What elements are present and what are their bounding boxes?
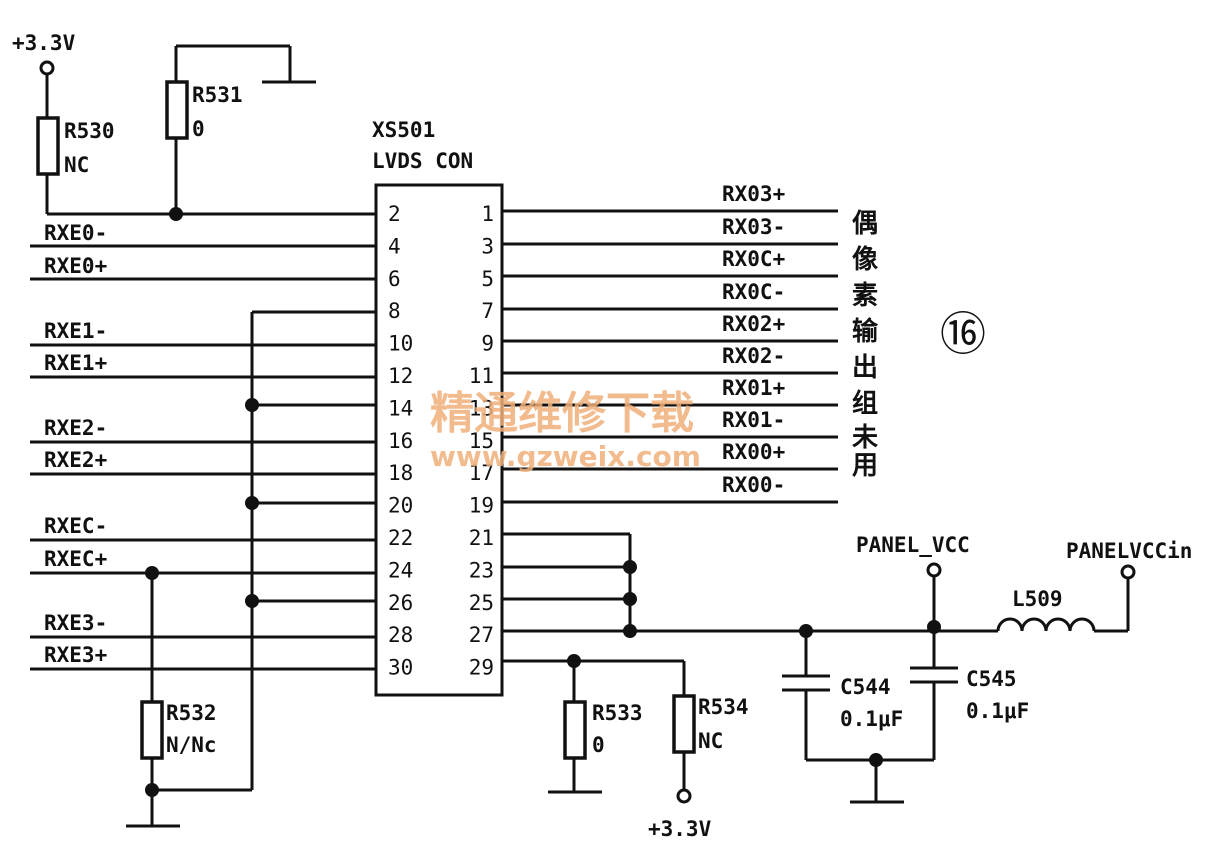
pin-label: 21 — [469, 526, 494, 550]
inductor-l509 — [996, 617, 1096, 632]
pin-label: 8 — [388, 299, 401, 323]
signal-rx00-plus: RX00+ — [722, 440, 785, 464]
pin-label: 26 — [388, 591, 413, 615]
pin-label: 15 — [469, 429, 494, 453]
svg-text:未: 未 — [852, 423, 878, 453]
pin-label: 16 — [388, 429, 413, 453]
connector-body — [374, 183, 504, 697]
c545-value: 0.1μF — [966, 699, 1029, 723]
watermark-text: 精通维修下载 — [430, 388, 694, 439]
r532-ref: R532 — [166, 701, 217, 725]
pin-label: 11 — [469, 364, 494, 388]
signal-rx01-minus: RX01- — [722, 408, 785, 432]
pin-label: 14 — [388, 396, 413, 420]
signal-rx01-plus: RX01+ — [722, 376, 785, 400]
signal-rxe3-minus: RXE3- — [44, 611, 107, 635]
left-signal-lines — [30, 244, 376, 671]
signal-rx03-minus: RX03- — [722, 215, 785, 239]
supply-terminal-top — [39, 60, 55, 76]
figure-number: ⑯ — [940, 307, 986, 361]
c544-value: 0.1μF — [840, 707, 903, 731]
pin-label: 18 — [388, 461, 413, 485]
r533-value: 0 — [592, 733, 605, 757]
connector-type: LVDS CON — [372, 149, 473, 173]
r534-ref: R534 — [698, 695, 749, 719]
resistor-r531 — [165, 80, 189, 140]
l509-ref: L509 — [1012, 587, 1063, 611]
pin-label: 10 — [388, 332, 413, 356]
pin-label: 4 — [388, 234, 401, 258]
pin-label: 24 — [388, 558, 413, 582]
pin-label: 13 — [469, 396, 494, 420]
r530-value: NC — [64, 153, 89, 177]
pin-label: 6 — [388, 267, 401, 291]
pin-label: 22 — [388, 526, 413, 550]
signal-rxec-plus: RXEC+ — [44, 547, 107, 571]
watermark-url: www.gzweix.com — [430, 440, 701, 473]
r530-ref: R530 — [64, 119, 115, 143]
pin-label: 28 — [388, 623, 413, 647]
pin-label: 12 — [388, 364, 413, 388]
svg-text:像: 像 — [852, 245, 879, 275]
signal-rxe0-minus: RXE0- — [44, 221, 107, 245]
svg-text:用: 用 — [852, 451, 878, 481]
resistor-r534 — [672, 694, 696, 754]
panel-vcc-label: PANEL_VCC — [856, 533, 970, 557]
pin-label: 20 — [388, 494, 413, 518]
pin-label: 30 — [388, 656, 413, 680]
pin-label: 9 — [481, 332, 494, 356]
supply-label-bottom: +3.3V — [648, 817, 712, 841]
signal-rxec-minus: RXEC- — [44, 514, 107, 538]
resistor-r532 — [140, 700, 164, 760]
signal-rx0c-plus: RX0C+ — [722, 247, 785, 271]
right-signal-lines — [502, 209, 838, 504]
pin-label: 1 — [481, 202, 494, 226]
side-note: 偶 像 素 输 出 组 未 用 — [852, 209, 879, 481]
r531-ref: R531 — [192, 83, 243, 107]
svg-text:输: 输 — [852, 316, 879, 347]
signal-rx0c-minus: RX0C- — [722, 280, 785, 304]
svg-text:素: 素 — [852, 281, 878, 311]
r531-value: 0 — [192, 117, 205, 141]
signal-rxe2-minus: RXE2- — [44, 416, 107, 440]
signal-rx02-minus: RX02- — [722, 344, 785, 368]
pin-label: 3 — [481, 234, 494, 258]
r533-ref: R533 — [592, 701, 643, 725]
supply-label-top: +3.3V — [12, 31, 76, 55]
svg-text:出: 出 — [852, 353, 878, 383]
pin-label: 5 — [481, 267, 494, 291]
supply-terminal-bottom — [676, 788, 692, 804]
resistor-r530 — [36, 116, 60, 176]
pin-label: 2 — [388, 202, 401, 226]
signal-rxe1-plus: RXE1+ — [44, 351, 107, 375]
signal-rxe1-minus: RXE1- — [44, 319, 107, 343]
c545-ref: C545 — [966, 667, 1017, 691]
r534-value: NC — [698, 729, 723, 753]
signal-rxe0-plus: RXE0+ — [44, 254, 107, 278]
r532-value: N/Nc — [166, 733, 217, 757]
signal-rxe3-plus: RXE3+ — [44, 643, 107, 667]
c544-ref: C544 — [840, 675, 891, 699]
pin-label: 29 — [469, 656, 494, 680]
signal-rxe2-plus: RXE2+ — [44, 448, 107, 472]
signal-rx00-minus: RX00- — [722, 473, 785, 497]
pin-label: 25 — [469, 591, 494, 615]
pin-label: 23 — [469, 558, 494, 582]
pin-label: 17 — [469, 461, 494, 485]
pin-label: 7 — [481, 299, 494, 323]
resistor-r533 — [563, 700, 587, 760]
pin-label: 19 — [469, 494, 494, 518]
connector-ref: XS501 — [372, 118, 435, 142]
svg-text:组: 组 — [852, 388, 878, 419]
panel-vcc-terminal — [926, 562, 942, 578]
signal-rx03-plus: RX03+ — [722, 182, 785, 206]
panel-vcc-in-terminal — [1120, 564, 1136, 580]
pin-label: 27 — [469, 623, 494, 647]
svg-text:偶: 偶 — [852, 209, 878, 239]
panel-vcc-in-label: PANELVCCin — [1066, 539, 1192, 563]
signal-rx02-plus: RX02+ — [722, 312, 785, 336]
